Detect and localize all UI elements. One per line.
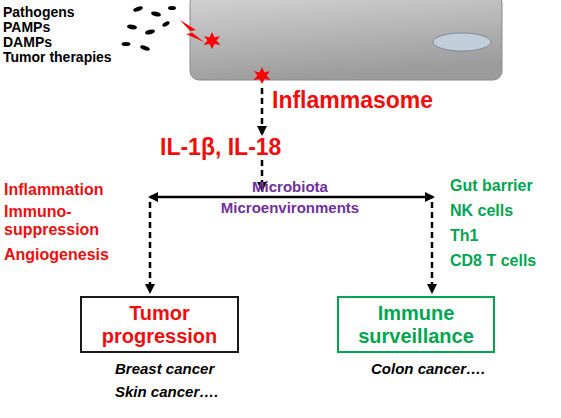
- cell-nucleus: [433, 33, 491, 51]
- cell-body: [190, 0, 502, 80]
- outcome-box: Immune surveillance: [337, 296, 495, 353]
- cancer-example: Breast cancer: [115, 360, 214, 377]
- box-title: Tumor progression: [98, 302, 221, 347]
- dashed-arrow: [431, 202, 434, 292]
- pathogen: [133, 5, 144, 13]
- stimulus-label: Pathogens: [3, 4, 75, 20]
- pathogen: [168, 6, 176, 10]
- dashed-arrow: [261, 88, 264, 134]
- pathogen: [162, 20, 171, 27]
- double-arrow: [150, 196, 433, 199]
- cytokine-label: IL-1β, IL-18: [160, 134, 281, 160]
- pathogen: [151, 11, 162, 18]
- inflammasome-star: [204, 32, 221, 49]
- anti-tumor-effect: Th1: [450, 227, 478, 245]
- outcome-box: Tumor progression: [80, 296, 239, 353]
- complex-label: Inflammasome: [272, 87, 433, 113]
- context-label: Microenvironments: [190, 199, 390, 216]
- box-title: Immune surveillance: [355, 302, 477, 347]
- context-label: Microbiota: [190, 178, 390, 195]
- cancer-example: Colon cancer….: [371, 360, 485, 377]
- inflammasome-star: [254, 67, 271, 84]
- anti-tumor-effect: CD8 T cells: [450, 252, 536, 270]
- anti-tumor-effect: NK cells: [450, 202, 513, 220]
- lightning-bolt: [180, 20, 204, 42]
- pathogen: [122, 42, 131, 46]
- pro-tumor-effect: Angiogenesis: [4, 246, 109, 264]
- anti-tumor-effect: Gut barrier: [450, 177, 533, 195]
- pathogen: [127, 24, 138, 30]
- pro-tumor-effect: Immuno- suppression: [4, 203, 116, 240]
- pathogen-particles: [122, 5, 177, 52]
- stimulus-label: DAMPs: [3, 34, 52, 50]
- cancer-example: Skin cancer….: [115, 383, 218, 400]
- pro-tumor-effect: Inflammation: [4, 181, 104, 199]
- pathogen: [145, 29, 156, 36]
- stimulus-label: Tumor therapies: [3, 49, 112, 65]
- dashed-arrow: [149, 202, 152, 292]
- pathogen: [140, 44, 151, 52]
- stimulus-label: PAMPs: [3, 19, 50, 35]
